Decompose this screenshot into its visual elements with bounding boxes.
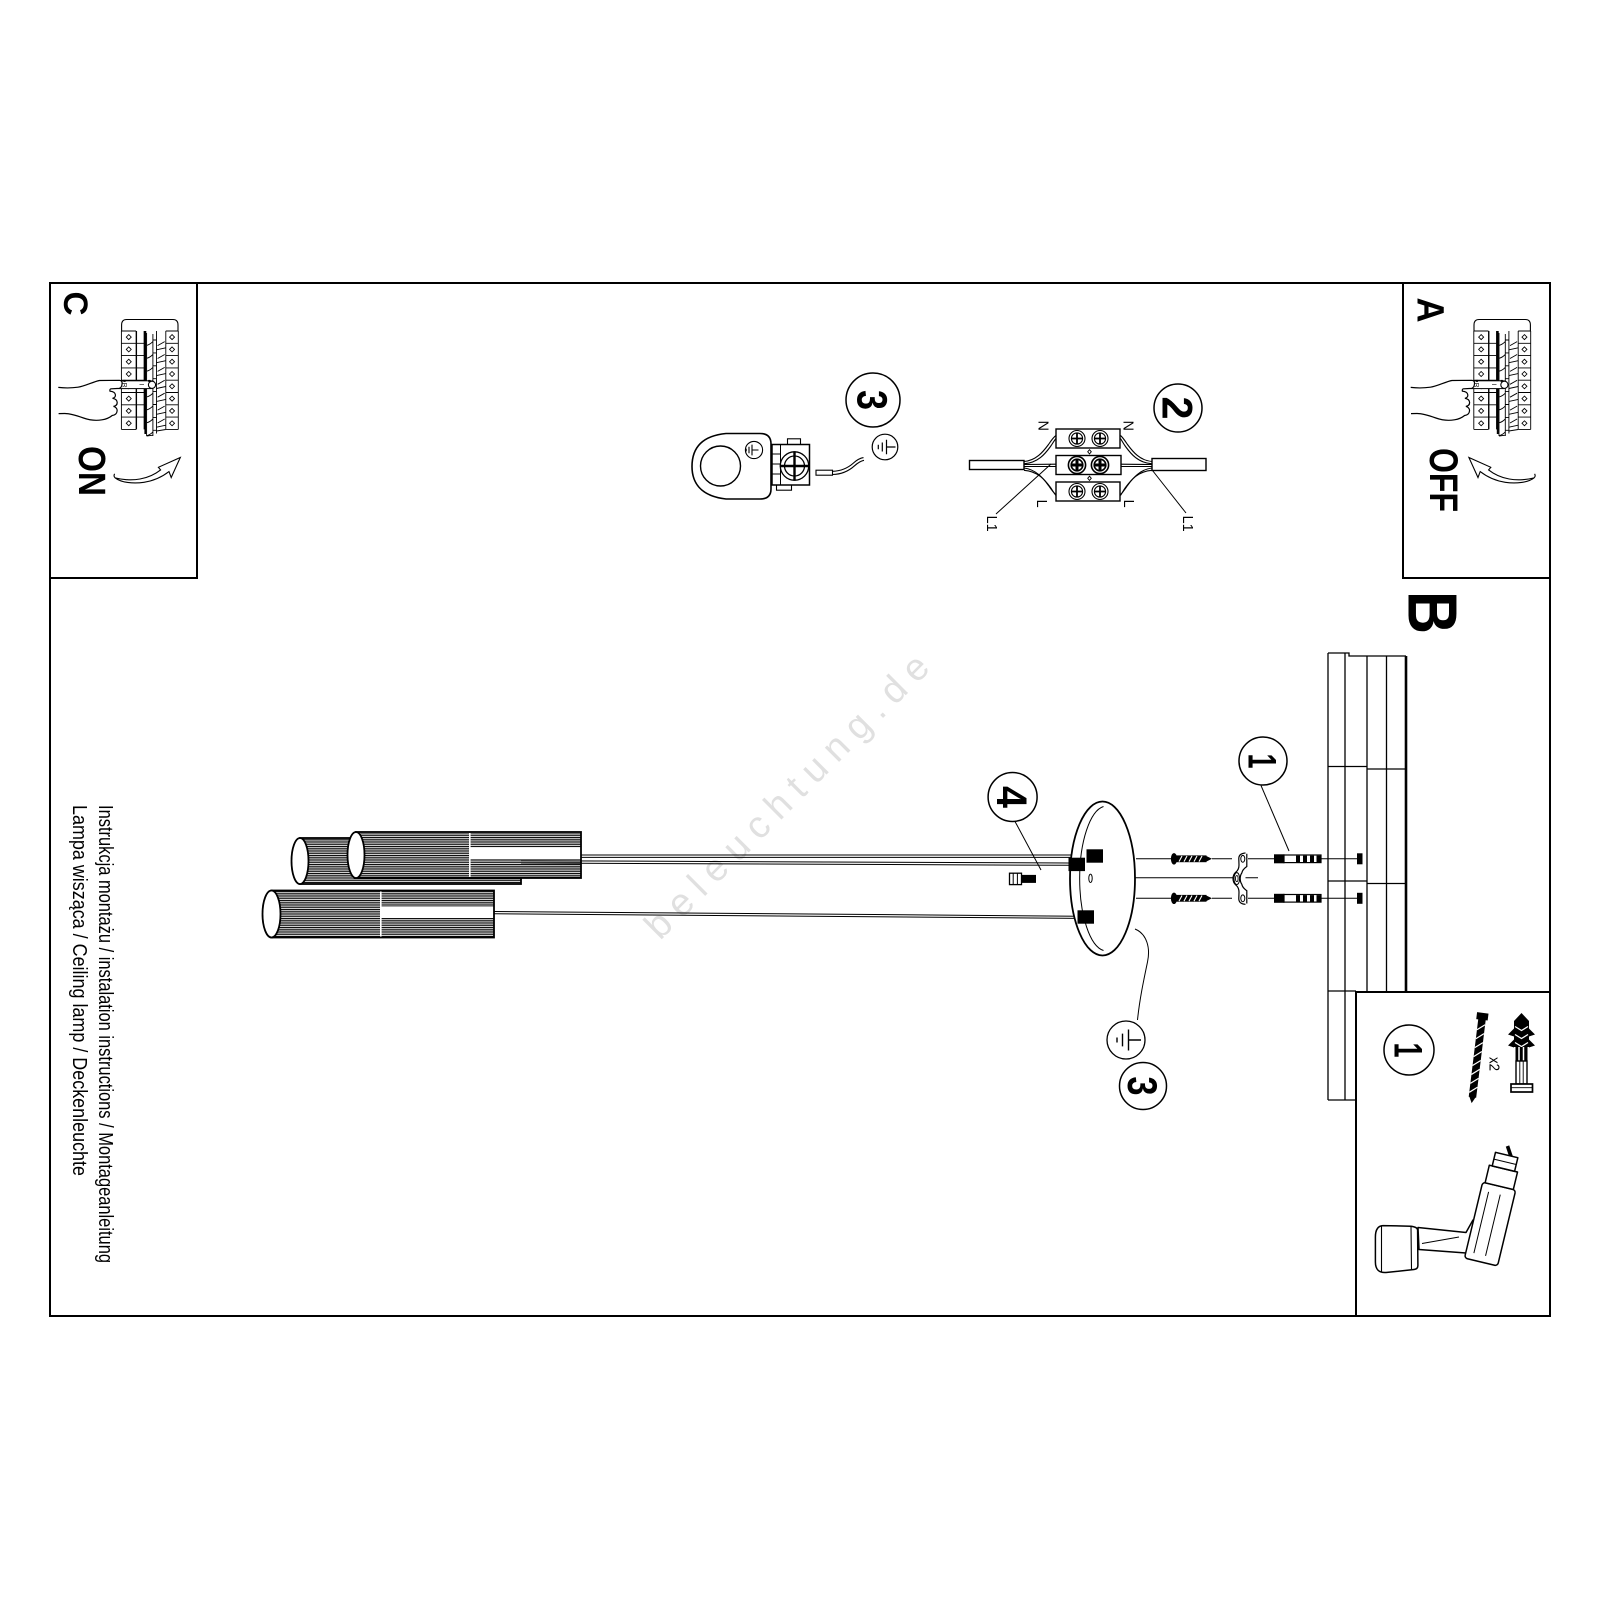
svg-text:L1: L1 [983,516,999,532]
svg-text:3: 3 [848,390,896,410]
svg-text:ON: ON [70,446,112,496]
svg-text:L1: L1 [1179,516,1195,532]
svg-text:C: C [56,292,94,316]
svg-text:B: B [1394,591,1472,634]
svg-text:R: R [120,383,127,388]
svg-text:N: N [1035,421,1051,431]
svg-text:2: 2 [1153,397,1201,420]
svg-text:L: L [1033,500,1049,508]
svg-text:x2: x2 [1486,1057,1503,1071]
svg-text:I: I [138,384,145,386]
svg-text:1: 1 [1386,1043,1430,1058]
svg-text:L: L [1120,500,1136,508]
svg-text:OFF: OFF [1421,448,1465,512]
svg-text:N: N [1120,421,1136,431]
svg-text:Lampa wisząca / Ceiling lamp /: Lampa wisząca / Ceiling lamp / Deckenleu… [68,805,90,1176]
svg-text:A: A [1409,298,1451,323]
svg-text:1: 1 [1240,754,1284,769]
svg-text:4: 4 [987,786,1035,808]
svg-text:3: 3 [1119,1077,1166,1096]
svg-text:Instrukcja montażu / instalati: Instrukcja montażu / instalation instruc… [94,805,116,1263]
